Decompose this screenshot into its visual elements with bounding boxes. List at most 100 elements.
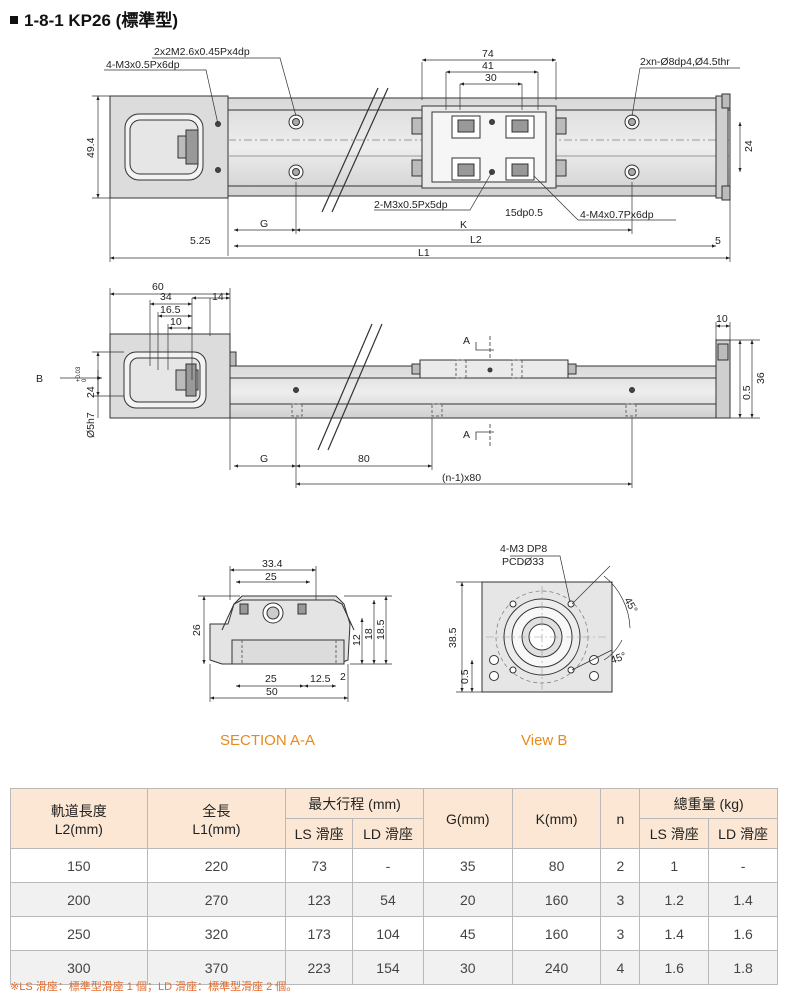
cell-g: 30	[422, 950, 513, 985]
cell-stroke-ls: 73	[285, 848, 354, 883]
cell-weight-ld: -	[708, 848, 778, 883]
cell-weight-ld: 1.4	[708, 882, 778, 917]
dim-14: 14	[212, 291, 224, 303]
cell-weight-ls: 1.2	[639, 882, 710, 917]
dim-38-5: 38.5	[447, 627, 459, 648]
cell-weight-ls: 1	[639, 848, 710, 883]
dim-tap-top: 2x2M2.6x0.45Px4dp	[154, 46, 250, 58]
dim-45-lower: 45°	[609, 650, 628, 667]
cell-stroke-ld: -	[352, 848, 424, 883]
cell-stroke-ls: 173	[285, 916, 354, 951]
cell-stroke-ls: 223	[285, 950, 354, 985]
dim-80: 80	[358, 453, 370, 465]
section-aa-drawing	[198, 566, 392, 702]
cell-l1: 270	[146, 882, 287, 917]
dim-45-upper: 45°	[621, 596, 639, 616]
cell-stroke-ld: 154	[352, 950, 424, 985]
cell-k: 160	[511, 882, 602, 917]
dim-L1: L1	[418, 247, 430, 259]
cell-l1: 220	[146, 848, 287, 883]
cell-g: 35	[422, 848, 513, 883]
dim-18: 18	[363, 628, 375, 640]
header-weight: 總重量 (kg)	[639, 788, 778, 819]
cell-k: 80	[511, 848, 602, 883]
header-weight-ls: LS 滑座	[639, 818, 710, 849]
header-stroke-ld: LD 滑座	[352, 818, 424, 849]
dim-m3-dp8: 4-M3 DP8	[500, 543, 547, 555]
dim-2: 2	[340, 671, 346, 683]
section-mark-a-bottom: A	[463, 429, 470, 441]
dim-10-right: 10	[716, 313, 728, 325]
section-mark-a-top: A	[463, 335, 470, 347]
side-view	[60, 288, 760, 488]
dim-G: G	[260, 218, 268, 230]
cell-n: 4	[600, 950, 641, 985]
cell-weight-ls: 1.6	[639, 950, 710, 985]
dim-5-25: 5.25	[190, 235, 211, 247]
header-weight-ld: LD 滑座	[708, 818, 778, 849]
dim-49-4: 49.4	[85, 137, 97, 158]
dim-tol-lower: 0	[82, 378, 88, 382]
cell-l2: 150	[10, 848, 148, 883]
cell-g: 45	[422, 916, 513, 951]
header-k: K(mm)	[511, 788, 602, 849]
dim-12-5: 12.5	[310, 673, 331, 685]
cell-stroke-ld: 104	[352, 916, 424, 951]
dim-tol-upper: +0.03	[76, 366, 82, 382]
cell-l1: 320	[146, 916, 287, 951]
dim-26: 26	[191, 624, 203, 636]
dim-33-4: 33.4	[262, 558, 283, 570]
dim-15dp: 15dp0.5	[505, 207, 543, 219]
cell-n: 3	[600, 882, 641, 917]
dim-holes: 2xn-Ø8dp4,Ø4.5thr	[640, 56, 730, 68]
dim-34: 34	[160, 291, 172, 303]
cell-stroke-ld: 54	[352, 882, 424, 917]
caption-section-aa: SECTION A-A	[220, 732, 316, 749]
caption-view-b: View B	[521, 732, 568, 749]
cell-l1: 370	[146, 950, 287, 985]
technical-drawing: 2x2M2.6x0.45Px4dp 4-M3x0.5Px6dp 74 41 30…	[36, 46, 767, 702]
cell-n: 3	[600, 916, 641, 951]
cell-k: 160	[511, 916, 602, 951]
dim-G-side: G	[260, 453, 268, 465]
dim-0-5-view: 0.5	[459, 669, 471, 684]
dim-25-bottom: 25	[265, 673, 277, 685]
cell-weight-ls: 1.4	[639, 916, 710, 951]
cell-l2: 250	[10, 916, 148, 951]
cell-weight-ld: 1.6	[708, 916, 778, 951]
dim-12: 12	[351, 634, 363, 646]
dim-5h7: Ø5h7	[85, 412, 97, 438]
header-stroke-ls: LS 滑座	[285, 818, 354, 849]
dim-0-5: 0.5	[741, 385, 753, 400]
dim-41: 41	[482, 60, 494, 72]
cell-l2: 200	[10, 882, 148, 917]
cell-k: 240	[511, 950, 602, 985]
dim-74: 74	[482, 48, 494, 60]
square-bullet-icon	[10, 15, 18, 24]
view-mark-b: B	[36, 373, 43, 385]
cell-n: 2	[600, 848, 641, 883]
dim-K: K	[460, 219, 467, 231]
header-max-stroke: 最大行程 (mm)	[285, 788, 424, 819]
top-view	[92, 57, 742, 262]
dim-m3-5dp: 2-M3x0.5Px5dp	[374, 199, 448, 211]
header-n: n	[600, 788, 641, 849]
dim-L2: L2	[470, 234, 482, 246]
header-g: G(mm)	[422, 788, 513, 849]
cell-g: 20	[422, 882, 513, 917]
dim-24-tol: 24	[85, 386, 97, 398]
dim-n1x80: (n-1)x80	[442, 472, 481, 484]
dim-m4: 4-M4x0.7Px6dp	[580, 209, 654, 221]
footnote: ※LS 滑座：標準型滑座 1 個；LD 滑座：標準型滑座 2 個。	[10, 981, 298, 993]
dim-25: 25	[265, 571, 277, 583]
cell-l2: 300	[10, 950, 148, 985]
page-title: 1-8-1 KP26 (標準型)	[10, 6, 178, 31]
dim-5: 5	[715, 235, 721, 247]
cell-weight-ld: 1.8	[708, 950, 778, 985]
cell-stroke-ls: 123	[285, 882, 354, 917]
dim-50: 50	[266, 686, 278, 698]
